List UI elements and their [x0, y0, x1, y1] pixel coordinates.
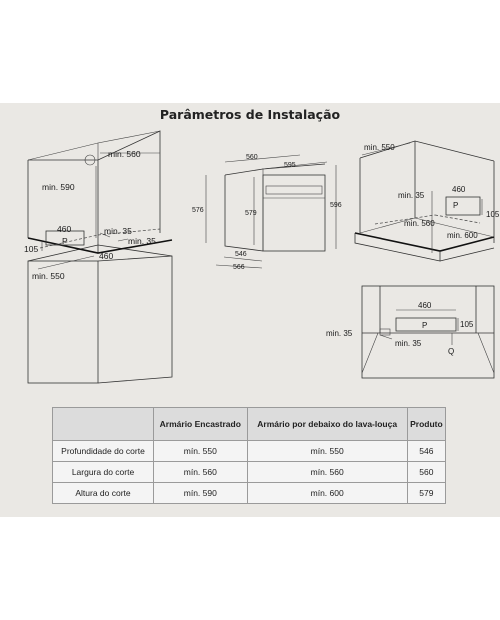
top-view-detail-diagram — [361, 285, 495, 379]
fig4-min35-b: min. 35 — [395, 339, 422, 348]
fig1-width-460-b: 460 — [99, 251, 113, 261]
table-cell: mín. 590 — [153, 482, 248, 504]
page-title: Parâmetros de Instalação — [159, 107, 341, 122]
fig4-p-label: P — [422, 321, 427, 330]
fig1-height-105: 105 — [24, 244, 38, 254]
fig3-height-105: 105 — [486, 210, 500, 219]
tall-cabinet-diagram — [27, 130, 173, 384]
table-header-cell: Produto — [406, 407, 447, 441]
fig3-min550: min. 550 — [364, 143, 395, 152]
fig2-width-595: 595 — [284, 162, 296, 169]
fig4-min35-a: min. 35 — [326, 329, 353, 338]
table-cell: mín. 550 — [246, 440, 408, 462]
fig1-min590: min. 590 — [42, 182, 75, 192]
table-cell: mín. 550 — [153, 440, 248, 462]
fig2-width-560: 560 — [246, 154, 258, 161]
fig3-width-460: 460 — [452, 185, 466, 194]
under-sink-cabinet-diagram — [354, 140, 495, 262]
table-cell: 560 — [406, 461, 447, 483]
table-row: Largura do corte mín. 560 mín. 560 560 — [52, 461, 447, 483]
fig2-depth-546: 546 — [235, 251, 247, 258]
installation-diagrams: min. 560 min. 590 460 P 105 min. 35 min.… — [24, 130, 500, 384]
table-cell: 579 — [406, 482, 447, 504]
fig3-min35: min. 35 — [398, 191, 425, 200]
fig4-q-label: Q — [448, 347, 454, 356]
table-cell: mín. 560 — [153, 461, 248, 483]
table-row: Profundidade do corte mín. 550 mín. 550 … — [52, 440, 447, 462]
fig3-min600: min. 600 — [447, 231, 478, 240]
table-cell: Largura do corte — [52, 461, 154, 483]
table-row: Altura do corte mín. 590 mín. 600 579 — [52, 482, 447, 504]
fig3-min560: min. 560 — [404, 219, 435, 228]
table-header-cell — [52, 407, 154, 441]
installation-sheet: Parâmetros de Instalação — [0, 103, 500, 517]
fig1-min35-b: min. 35 — [128, 236, 156, 246]
table-cell: Profundidade do corte — [52, 440, 154, 462]
table-header-cell: Armário por debaixo do lava-louça — [246, 407, 408, 441]
fig1-min550: min. 550 — [32, 271, 65, 281]
table-cell: 546 — [406, 440, 447, 462]
fig1-min35-a: min. 35 — [104, 226, 132, 236]
table-header-row: Armário Encastrado Armário por debaixo d… — [52, 407, 447, 441]
table-cell: Altura do corte — [52, 482, 154, 504]
fig4-height-105: 105 — [460, 320, 474, 329]
fig3-p-label: P — [453, 201, 458, 210]
cutout-dimensions-table: Armário Encastrado Armário por debaixo d… — [52, 407, 447, 504]
fig1-p-label: P — [62, 236, 68, 246]
fig1-min560: min. 560 — [108, 149, 141, 159]
fig1-width-460: 460 — [57, 224, 71, 234]
oven-dimension-diagram — [205, 154, 337, 269]
fig2-depth-566: 566 — [233, 264, 245, 271]
table-cell: mín. 600 — [246, 482, 408, 504]
fig2-height-596: 596 — [330, 202, 342, 209]
fig2-height-579: 579 — [245, 210, 257, 217]
fig4-width-460: 460 — [418, 301, 432, 310]
table-cell: mín. 560 — [246, 461, 408, 483]
table-header-cell: Armário Encastrado — [153, 407, 248, 441]
fig2-height-576: 576 — [192, 207, 204, 214]
